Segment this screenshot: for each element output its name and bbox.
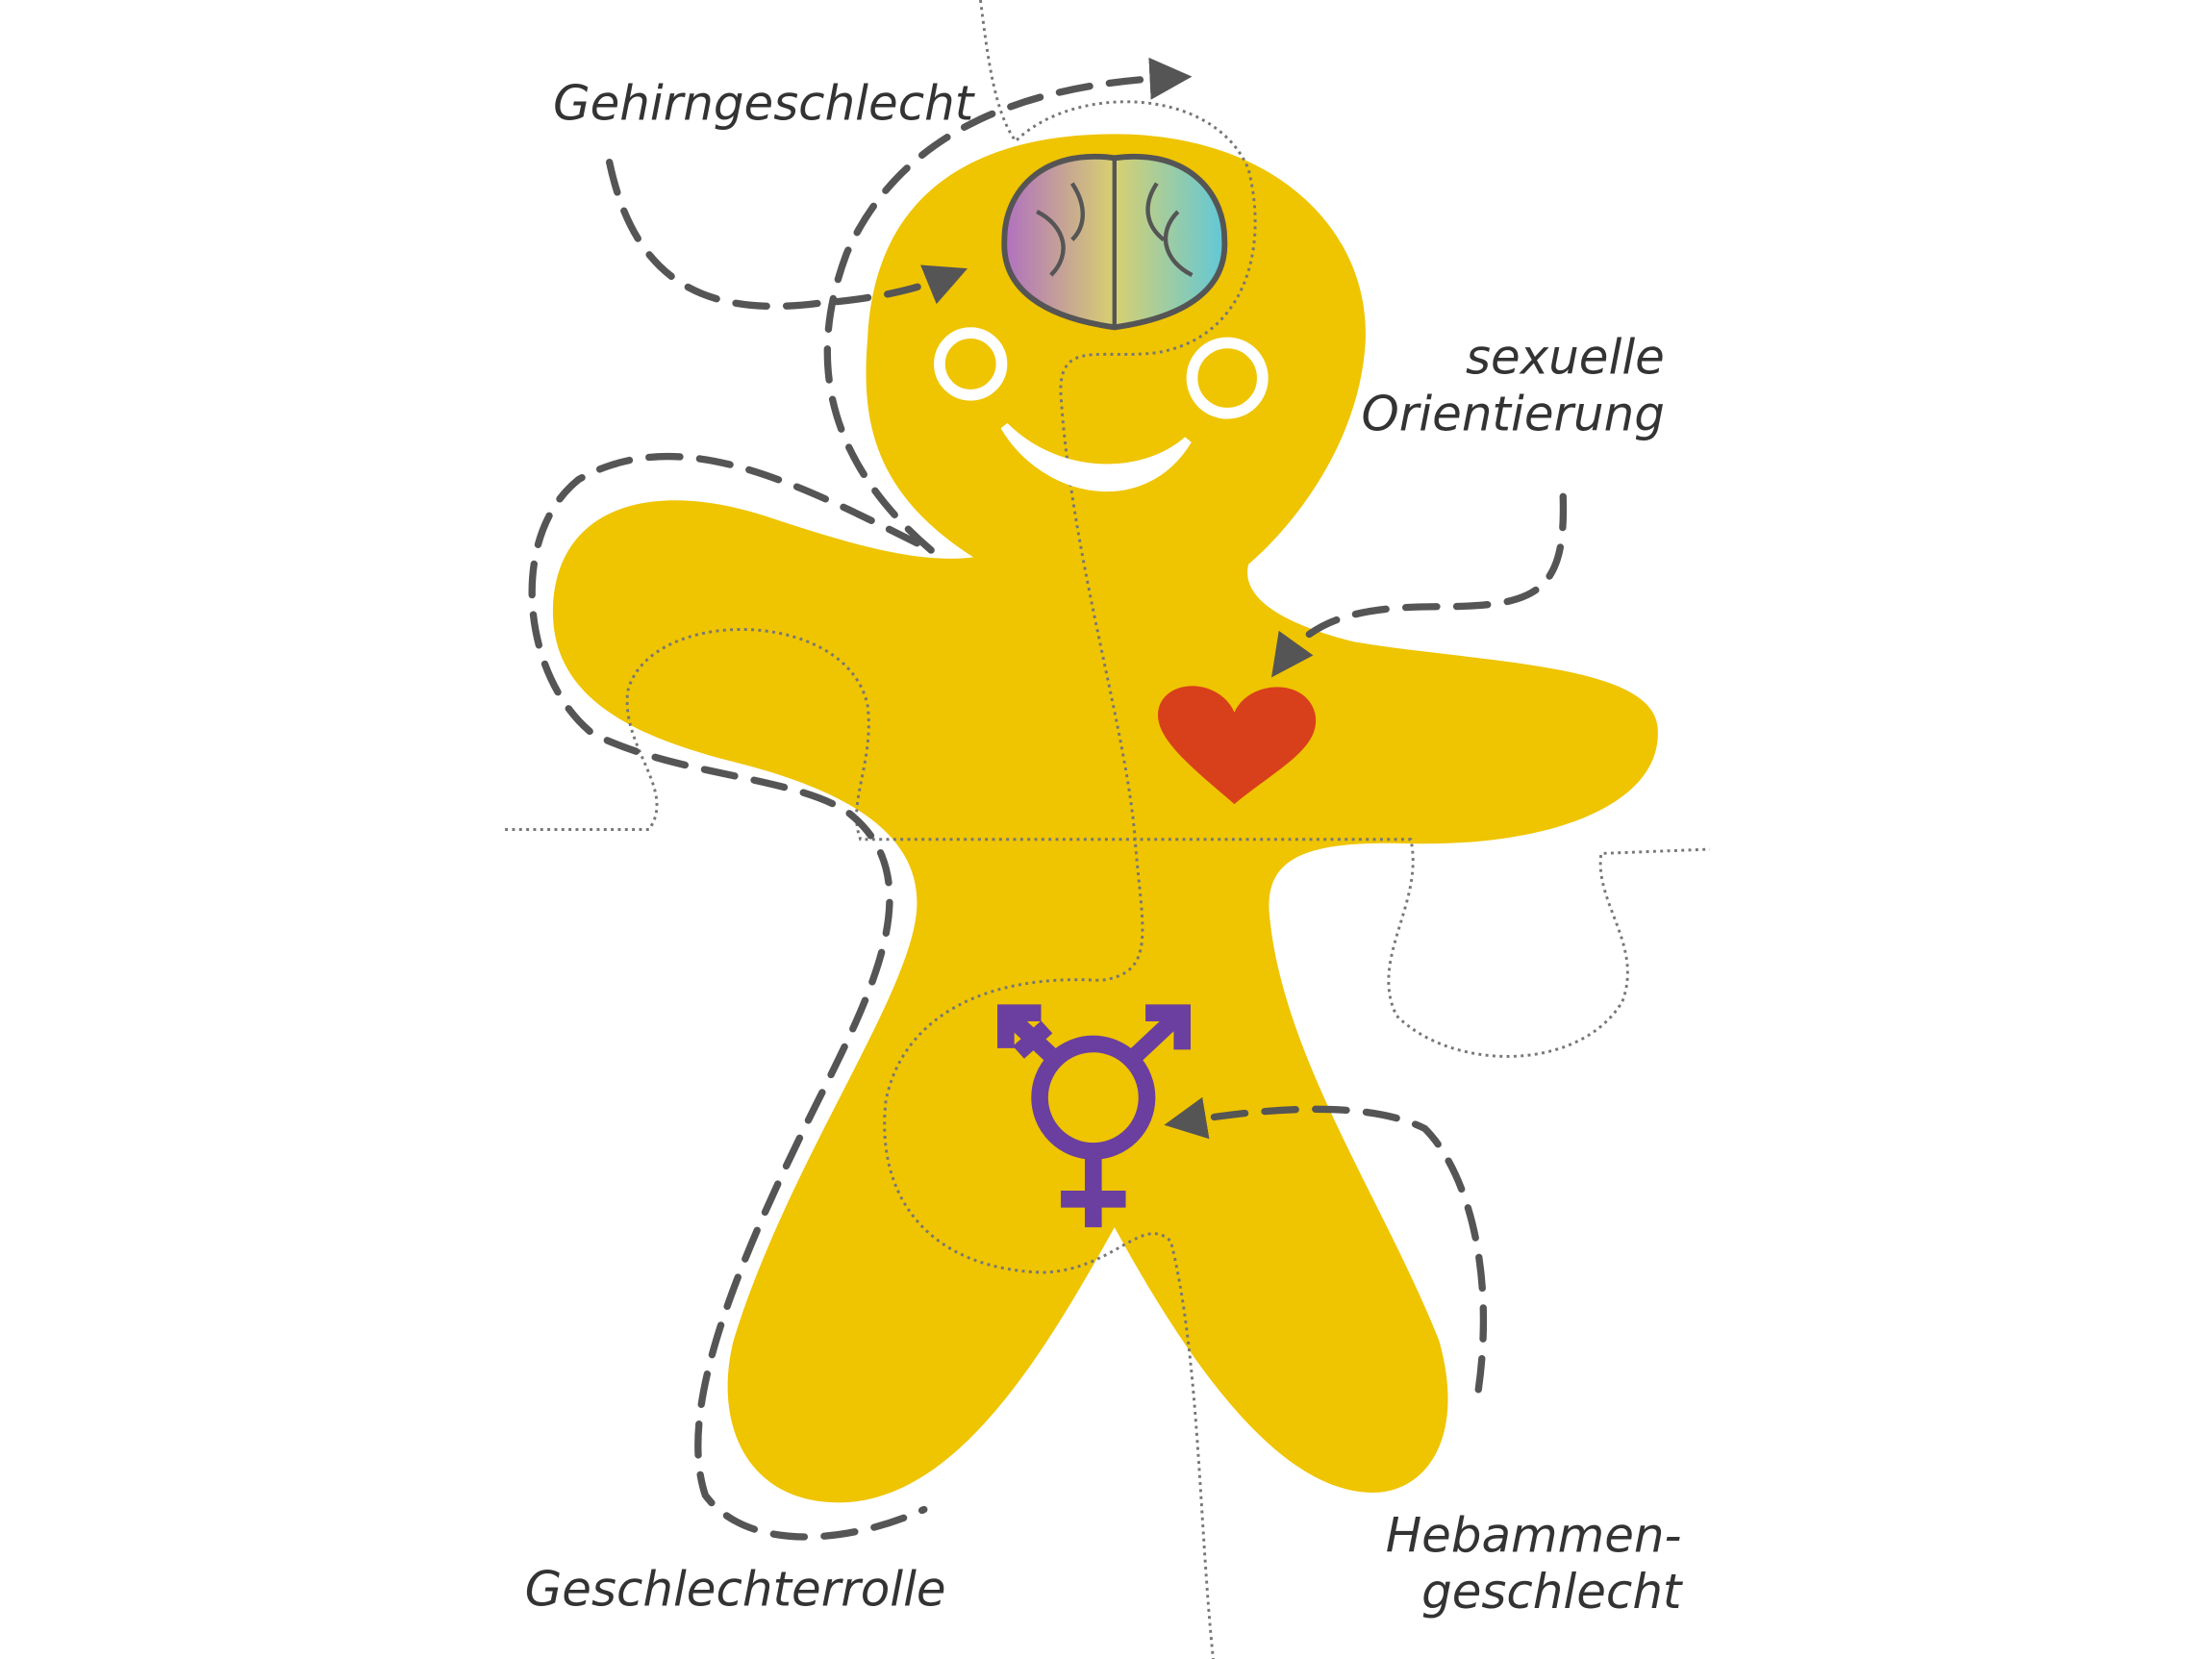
label-sexual-orientation-1: sexuelle (1466, 330, 1665, 386)
right-eye (1186, 337, 1269, 419)
label-brain-gender: Gehirngeschlecht (553, 76, 976, 132)
label-midwife-gender-2: geschlecht (1421, 1564, 1684, 1620)
left-eye (934, 327, 1008, 401)
gingerbread-body (552, 134, 1658, 1503)
smile (1000, 422, 1192, 491)
puzzle-lines (505, 0, 1710, 1659)
label-sexual-orientation-2: Orientierung (1362, 386, 1665, 441)
heart-icon (1158, 686, 1317, 805)
label-gender-role: Geschlechterrolle (525, 1561, 946, 1617)
brain-icon (1001, 153, 1228, 331)
transgender-symbol-icon (997, 1004, 1192, 1228)
dashed-arrows (528, 57, 1568, 1541)
label-midwife-gender-1: Hebammen- (1386, 1508, 1682, 1564)
